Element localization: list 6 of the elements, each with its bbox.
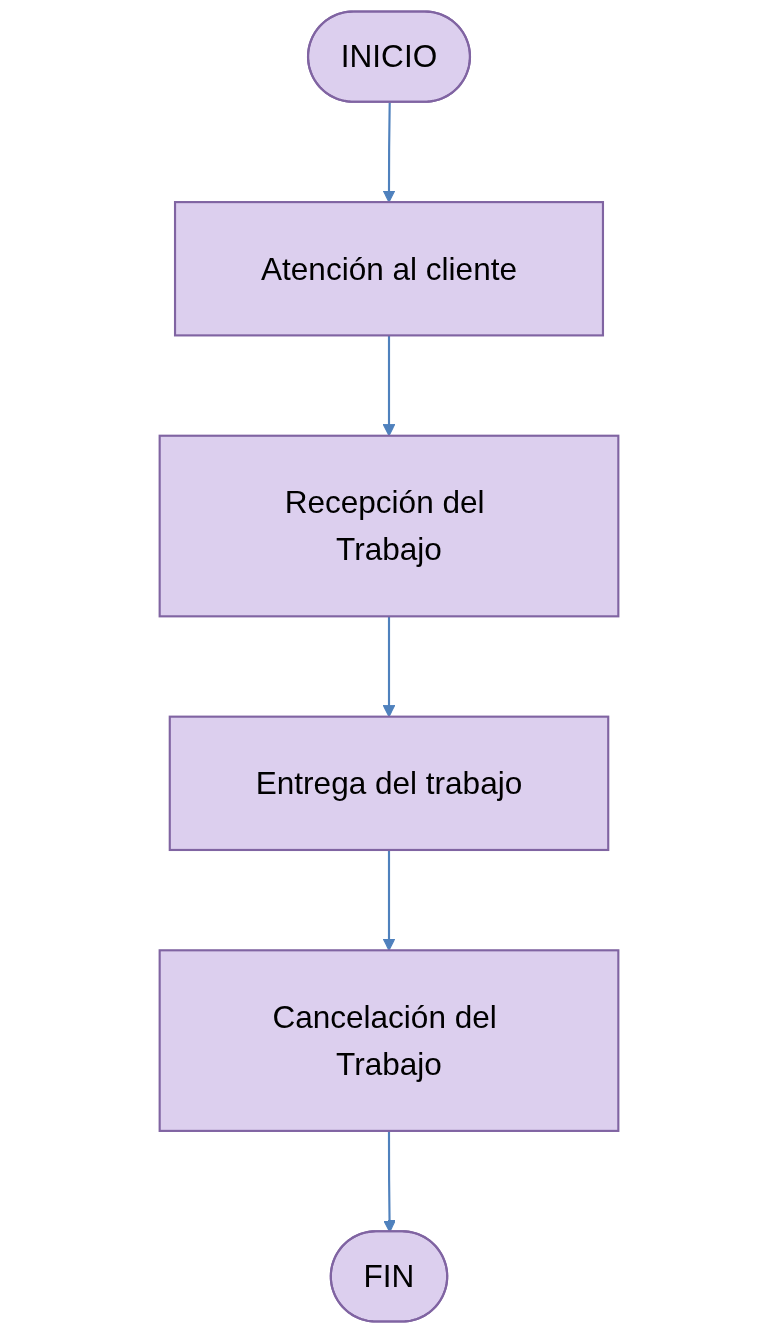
node-box: Recepción del Trabajo xyxy=(158,434,620,618)
node-box: Entrega del trabajo xyxy=(168,715,610,852)
arrow xyxy=(382,102,396,203)
arrow xyxy=(382,849,396,951)
node-box: Atención al cliente xyxy=(173,201,605,337)
node-box: Cancelación del Trabajo xyxy=(158,949,620,1132)
